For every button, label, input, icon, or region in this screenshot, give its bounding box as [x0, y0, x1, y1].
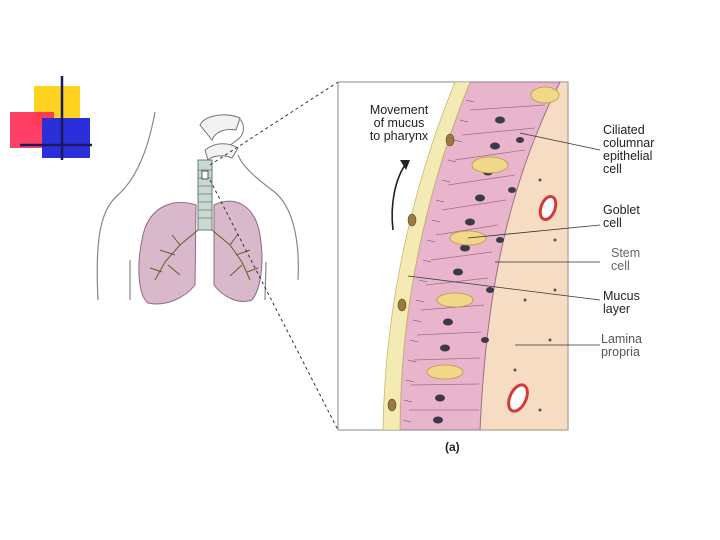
right-lung: [211, 200, 263, 302]
histology-panel: [337, 81, 569, 431]
trachea: [197, 159, 213, 231]
zoom-lines: [209, 81, 339, 431]
label-mucus-layer: Mucus layer: [603, 289, 640, 316]
leader-lines: [407, 132, 601, 346]
label-stem-cell: Stem cell: [611, 246, 641, 273]
left-lung: [138, 202, 199, 305]
label-lamina-propria: Lamina propria: [601, 332, 642, 359]
deco-blue-square: [42, 118, 90, 158]
label-ciliated-cell: Ciliated columnar epithelial cell: [603, 123, 655, 176]
label-mucus-movement: Movement of mucus to pharynx: [369, 103, 429, 143]
figure-caption: (a): [445, 440, 460, 454]
head-cavity: [199, 114, 241, 161]
label-goblet-cell: Goblet cell: [603, 203, 640, 230]
corner-decoration: [10, 76, 92, 160]
